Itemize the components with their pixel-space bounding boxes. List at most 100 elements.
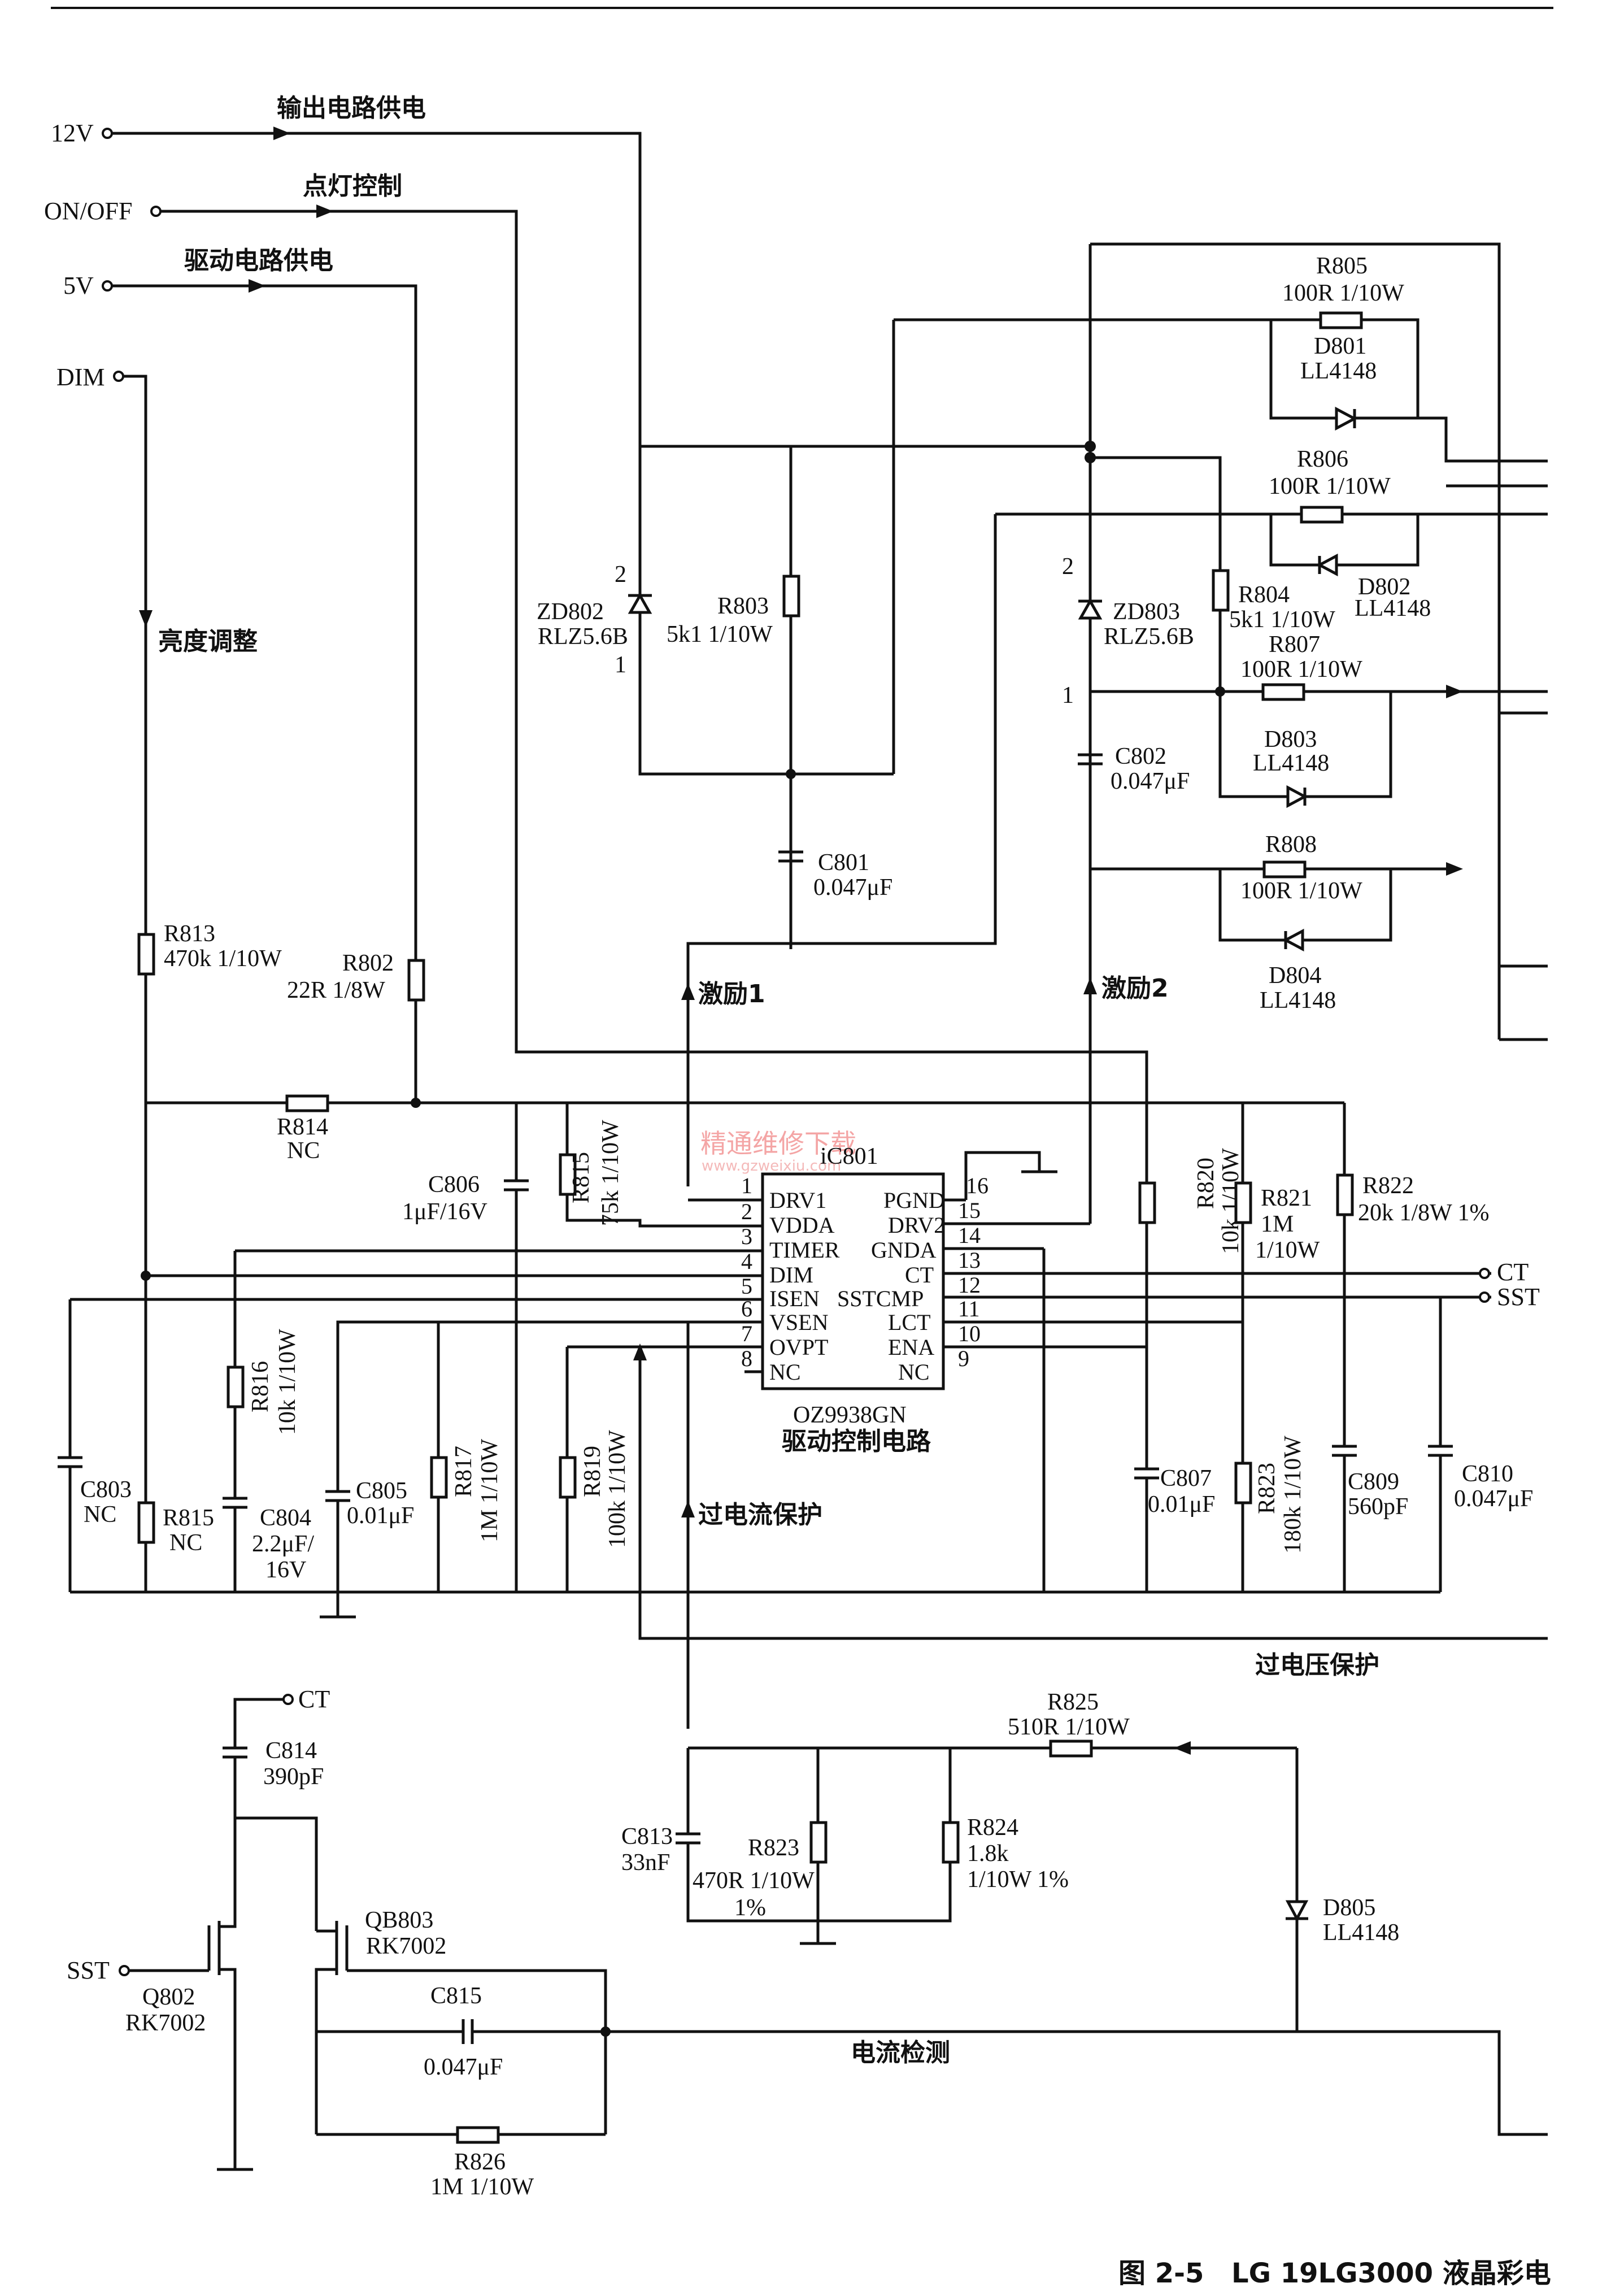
svg-text:22R 1/8W: 22R 1/8W bbox=[287, 977, 385, 1003]
svg-text:NC: NC bbox=[769, 1359, 801, 1385]
svg-text:12: 12 bbox=[958, 1272, 981, 1298]
svg-text:2: 2 bbox=[741, 1199, 752, 1224]
svg-text:LL4148: LL4148 bbox=[1260, 988, 1336, 1014]
svg-text:R826: R826 bbox=[454, 2149, 506, 2175]
output-ct: CT bbox=[1497, 1258, 1529, 1286]
svg-text:ON/OFF: ON/OFF bbox=[44, 197, 133, 225]
svg-text:11: 11 bbox=[958, 1296, 980, 1321]
resistor-r805 bbox=[1319, 311, 1363, 329]
svg-text:R815: R815 bbox=[568, 1152, 594, 1203]
resistor-r808 bbox=[1262, 860, 1307, 879]
svg-text:100R 1/10W: 100R 1/10W bbox=[1282, 280, 1404, 306]
wire-output-frame bbox=[1090, 242, 1501, 1040]
svg-text:5: 5 bbox=[741, 1273, 752, 1299]
svg-text:16V: 16V bbox=[265, 1557, 306, 1583]
svg-text:14: 14 bbox=[958, 1223, 981, 1248]
resistor-r815-75k bbox=[559, 1153, 577, 1196]
svg-text:TIMER: TIMER bbox=[769, 1237, 840, 1263]
svg-text:2: 2 bbox=[615, 562, 626, 588]
svg-text:NC: NC bbox=[898, 1359, 930, 1385]
svg-text:100k 1/10W: 100k 1/10W bbox=[604, 1430, 630, 1548]
svg-text:C803: C803 bbox=[80, 1477, 132, 1503]
label-drive1: 激励1 bbox=[698, 980, 765, 1008]
svg-text:0.047μF: 0.047μF bbox=[813, 875, 892, 901]
svg-text:1.8k: 1.8k bbox=[967, 1841, 1009, 1867]
svg-text:7: 7 bbox=[741, 1321, 752, 1346]
wire-12v bbox=[112, 132, 642, 599]
svg-text:1: 1 bbox=[741, 1173, 752, 1198]
svg-text:DIM: DIM bbox=[769, 1262, 813, 1288]
svg-text:LL4148: LL4148 bbox=[1355, 595, 1431, 621]
svg-text:ZD802: ZD802 bbox=[537, 599, 604, 625]
svg-text:0.01μF: 0.01μF bbox=[347, 1503, 414, 1529]
label-drive-supply: 驱动电路供电 bbox=[184, 246, 333, 275]
label-light-control: 点灯控制 bbox=[303, 172, 402, 201]
svg-text:1/10W 1%: 1/10W 1% bbox=[967, 1867, 1069, 1893]
svg-text:R806: R806 bbox=[1297, 446, 1348, 472]
watermark-url: www.gzweixiu.com bbox=[702, 1158, 841, 1175]
svg-text:0.047μF: 0.047μF bbox=[424, 2054, 503, 2080]
input-onoff: ON/OFF bbox=[44, 197, 162, 225]
svg-text:470k 1/10W: 470k 1/10W bbox=[164, 946, 282, 972]
svg-text:VDDA: VDDA bbox=[769, 1212, 835, 1238]
label-current-detect: 电流检测 bbox=[851, 2038, 950, 2067]
label-brightness: 亮度调整 bbox=[158, 627, 258, 656]
svg-text:GNDA: GNDA bbox=[871, 1237, 937, 1263]
svg-text:1%: 1% bbox=[734, 1895, 766, 1921]
resistor-r815-nc bbox=[137, 1501, 155, 1544]
label-output-supply: 输出电路供电 bbox=[277, 94, 426, 123]
svg-text:C804: C804 bbox=[260, 1505, 311, 1531]
svg-text:16: 16 bbox=[966, 1173, 989, 1198]
svg-text:Q802: Q802 bbox=[142, 1984, 195, 2010]
output-sst: SST bbox=[1497, 1283, 1540, 1311]
svg-text:9: 9 bbox=[958, 1346, 969, 1371]
svg-text:33nF: 33nF bbox=[621, 1850, 670, 1876]
input-12v: 12V bbox=[51, 119, 113, 147]
svg-text:2.2μF/: 2.2μF/ bbox=[252, 1531, 314, 1557]
svg-text:LL4148: LL4148 bbox=[1300, 358, 1377, 384]
resistor-r826 bbox=[456, 2126, 500, 2144]
ic801-right-pins: 16 15 14 13 12 11 10 9 PGND DRV2 GNDA CT… bbox=[837, 1173, 1491, 1385]
svg-text:DIM: DIM bbox=[56, 363, 105, 391]
svg-text:20k 1/8W 1%: 20k 1/8W 1% bbox=[1358, 1200, 1490, 1226]
svg-text:R824: R824 bbox=[967, 1815, 1018, 1841]
svg-text:0.047μF: 0.047μF bbox=[1111, 768, 1190, 794]
diode-d805 bbox=[1285, 1900, 1309, 1922]
figure-number: 图 2-5 bbox=[1118, 2258, 1204, 2289]
svg-text:510R 1/10W: 510R 1/10W bbox=[1008, 1714, 1130, 1740]
svg-text:5V: 5V bbox=[63, 272, 94, 299]
svg-text:560pF: 560pF bbox=[1348, 1494, 1408, 1520]
svg-text:5k1 1/10W: 5k1 1/10W bbox=[667, 621, 773, 647]
input-5v: 5V bbox=[63, 272, 113, 299]
figure-title: LG 19LG3000 液晶彩电 bbox=[1231, 2258, 1551, 2289]
ic801-function: 驱动控制电路 bbox=[782, 1427, 931, 1456]
svg-text:C802: C802 bbox=[1115, 743, 1166, 769]
resistor-r806 bbox=[1300, 506, 1344, 524]
svg-text:1/10W: 1/10W bbox=[1255, 1237, 1320, 1263]
svg-text:SSTCMP: SSTCMP bbox=[837, 1286, 924, 1311]
svg-text:NC: NC bbox=[287, 1138, 320, 1164]
svg-text:75k 1/10W: 75k 1/10W bbox=[598, 1120, 624, 1226]
label-overvoltage: 过电压保护 bbox=[1255, 1651, 1379, 1680]
svg-text:R815: R815 bbox=[163, 1505, 214, 1531]
svg-text:R803: R803 bbox=[717, 593, 769, 619]
svg-text:ISEN: ISEN bbox=[769, 1286, 820, 1311]
svg-text:8: 8 bbox=[741, 1346, 752, 1371]
resistor-r820 bbox=[1138, 1181, 1156, 1224]
svg-text:C809: C809 bbox=[1348, 1469, 1399, 1495]
svg-text:5k1 1/10W: 5k1 1/10W bbox=[1229, 607, 1335, 633]
diode-d801 bbox=[1335, 406, 1358, 431]
svg-text:ZD803: ZD803 bbox=[1113, 599, 1180, 625]
diode-d802 bbox=[1316, 553, 1338, 577]
svg-text:R825: R825 bbox=[1047, 1689, 1099, 1715]
svg-text:RLZ5.6B: RLZ5.6B bbox=[538, 624, 628, 650]
ic801-ref: iC801 bbox=[820, 1143, 878, 1169]
svg-text:ENA: ENA bbox=[888, 1334, 934, 1360]
ic801-left-pins: 1 2 3 4 5 6 7 8 DRV1 VDDA TIMER DIM ISEN… bbox=[70, 1173, 840, 1385]
svg-text:1μF/16V: 1μF/16V bbox=[402, 1199, 487, 1225]
svg-text:2: 2 bbox=[1062, 554, 1074, 580]
resistor-r823-180k bbox=[1234, 1462, 1252, 1504]
ic801-part: OZ9938GN bbox=[793, 1402, 907, 1428]
svg-text:1M 1/10W: 1M 1/10W bbox=[430, 2174, 534, 2200]
